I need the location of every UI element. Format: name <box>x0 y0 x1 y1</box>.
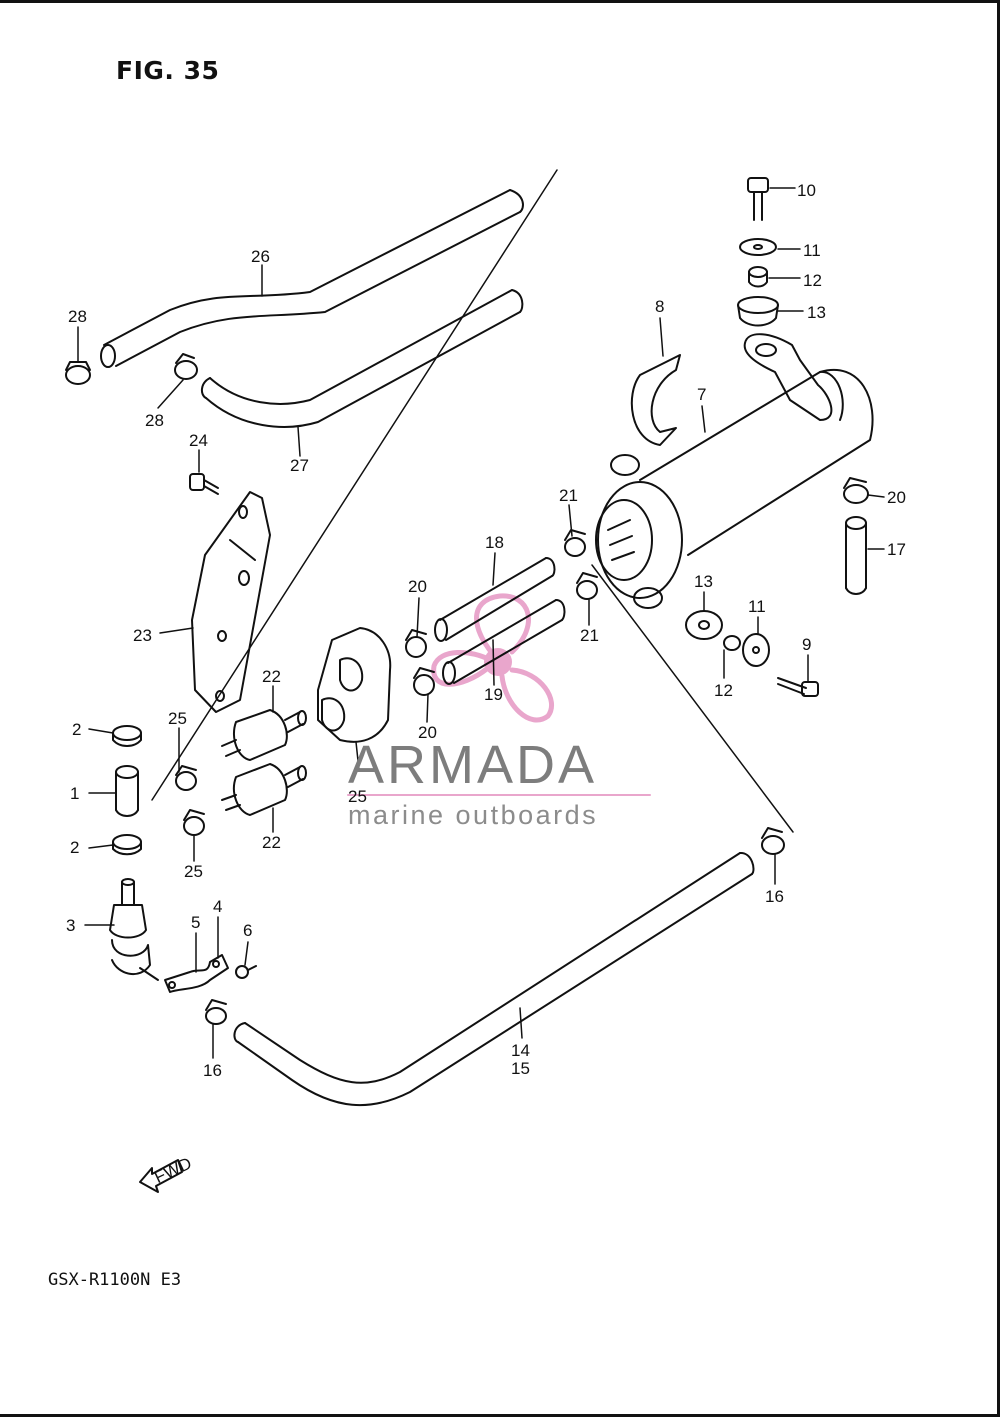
part-24-bolt <box>189 473 219 495</box>
callout-21: 21 <box>559 486 578 505</box>
callout-12: 12 <box>714 681 733 700</box>
watermark-propeller-icon <box>431 593 555 723</box>
callout-2: 2 <box>70 838 79 857</box>
callout-7: 7 <box>697 385 706 404</box>
part-25-clamp <box>175 765 205 836</box>
callout-25: 25 <box>184 862 203 881</box>
callout-5: 5 <box>191 913 200 932</box>
part-17-hose <box>845 516 867 595</box>
callout-22: 22 <box>262 833 281 852</box>
part-8-strap <box>630 354 681 446</box>
part-16-clamp <box>205 999 227 1025</box>
callout-20: 20 <box>418 723 437 742</box>
fwd-arrow-icon <box>139 1159 183 1193</box>
page-border-bottom <box>0 1414 1000 1417</box>
part-26-hose <box>100 189 524 368</box>
part-22-filter <box>221 709 307 816</box>
part-4-5-bracket <box>164 954 229 993</box>
callout-28: 28 <box>145 411 164 430</box>
watermark-brand: ARMADA <box>348 735 597 795</box>
callout-24: 24 <box>189 431 208 450</box>
part-11-washer <box>742 633 770 667</box>
part-23-bracket <box>191 491 271 713</box>
part-1-hose <box>115 765 139 817</box>
part-12-collar <box>723 635 741 651</box>
part-20-clamp <box>843 477 869 504</box>
callout-17: 17 <box>887 540 906 559</box>
callout-25: 25 <box>168 709 187 728</box>
leader-lines <box>77 187 885 1059</box>
callout-26: 26 <box>251 247 270 266</box>
callout-22: 22 <box>262 667 281 686</box>
callout-4: 4 <box>213 897 222 916</box>
part-7-canister <box>595 369 874 609</box>
callout-20: 20 <box>408 577 427 596</box>
part-13-grommet <box>737 296 779 327</box>
callout-16: 16 <box>203 1061 222 1080</box>
callout-28: 28 <box>68 307 87 326</box>
part-20-clamp <box>405 629 435 696</box>
figure-title: FIG. 35 <box>116 56 220 85</box>
part-12-collar <box>748 266 768 288</box>
part-3-fitting <box>109 878 159 981</box>
part-28-clamp <box>65 353 198 385</box>
callout-18: 18 <box>485 533 504 552</box>
callout-23: 23 <box>133 626 152 645</box>
part-19-tube <box>442 599 566 685</box>
reference-line <box>591 564 794 833</box>
canister-mount-bracket <box>743 333 833 421</box>
callout-27: 27 <box>290 456 309 475</box>
callout-9: 9 <box>802 635 811 654</box>
part-9-bolt <box>777 677 819 697</box>
model-code: GSX-R1100N E3 <box>48 1270 182 1290</box>
callout-14: 14 <box>511 1041 530 1060</box>
callout-1: 1 <box>70 784 79 803</box>
callout-19: 19 <box>484 685 503 704</box>
part-27-hose <box>200 289 524 428</box>
callout-15: 15 <box>511 1059 530 1078</box>
part-16-clamp <box>761 827 785 855</box>
part-6-screw <box>235 965 257 979</box>
callout-2: 2 <box>72 720 81 739</box>
callout-13: 13 <box>694 572 713 591</box>
callout-11: 11 <box>748 597 766 616</box>
callout-8: 8 <box>655 297 664 316</box>
part-18-tube <box>434 557 556 642</box>
callout-10: 10 <box>797 181 816 200</box>
callout-21: 21 <box>580 626 599 645</box>
callout-labels: 28 28 26 27 24 23 2 1 2 3 25 25 22 22 25… <box>66 181 906 1080</box>
part-14-15-hose <box>233 852 755 1107</box>
watermark-tagline: marine outboards <box>348 800 598 830</box>
callout-12: 12 <box>803 271 822 290</box>
page-border-top <box>0 0 1000 3</box>
callout-25: 25 <box>348 787 367 806</box>
part-10-bolt <box>747 177 769 221</box>
part-13-grommet <box>685 610 723 640</box>
part-2-clamp <box>112 725 142 856</box>
callout-6: 6 <box>243 921 252 940</box>
part-11-washer <box>739 238 777 256</box>
callout-16: 16 <box>765 887 784 906</box>
callout-11: 11 <box>803 241 821 260</box>
callout-3: 3 <box>66 916 75 935</box>
callout-20: 20 <box>887 488 906 507</box>
callout-13: 13 <box>807 303 826 322</box>
part-25-boot <box>317 627 392 743</box>
reference-line <box>151 169 558 801</box>
fwd-label: FWD <box>151 1154 194 1188</box>
page-border-right <box>997 0 1000 1417</box>
